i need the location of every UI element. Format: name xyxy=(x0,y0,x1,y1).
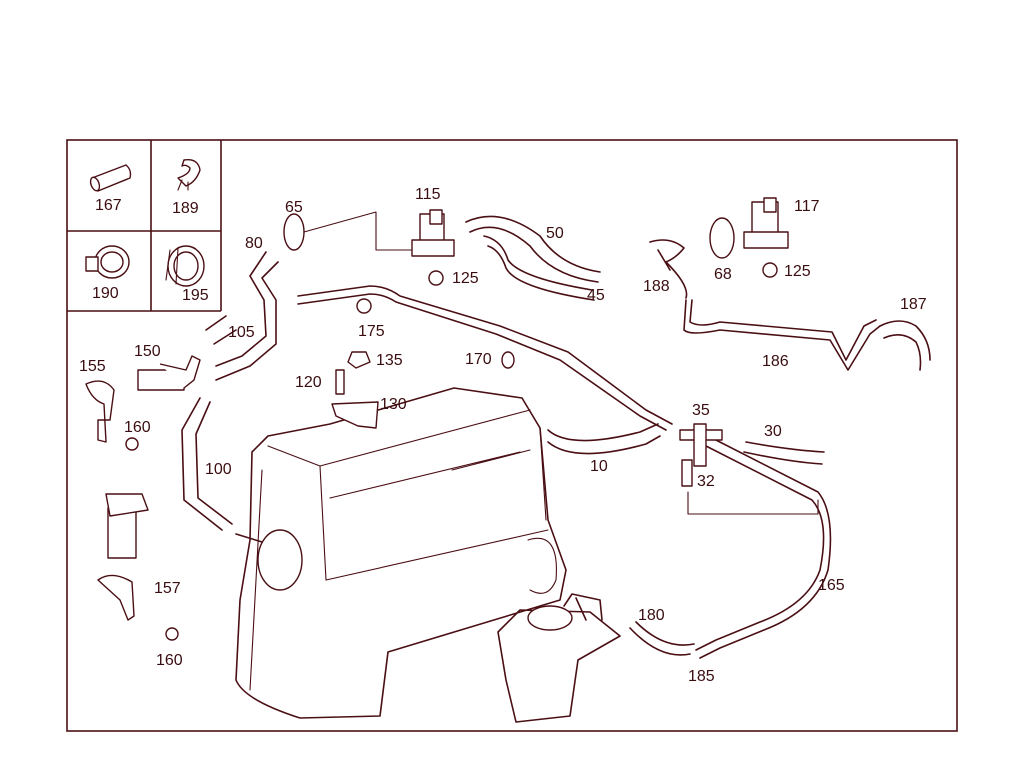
label-35: 35 xyxy=(692,402,710,419)
pipe-lines-drawing xyxy=(297,285,881,659)
pump-157-drawing xyxy=(97,493,179,641)
label-117: 117 xyxy=(794,198,820,215)
label-195: 195 xyxy=(182,287,209,304)
valve-117-drawing xyxy=(709,197,789,278)
diagram-border xyxy=(66,139,958,732)
label-160b: 160 xyxy=(156,652,183,669)
label-130: 130 xyxy=(380,396,407,413)
band-clamp-195-drawing xyxy=(165,245,205,287)
sleeve-167-drawing xyxy=(89,164,132,192)
bracket-155-drawing xyxy=(85,380,139,451)
fitting-35-drawing xyxy=(679,423,819,515)
label-68: 68 xyxy=(714,266,732,283)
label-125b: 125 xyxy=(784,263,811,280)
valve-115-drawing xyxy=(411,209,455,286)
label-167: 167 xyxy=(95,197,122,214)
label-30: 30 xyxy=(764,423,782,440)
label-180: 180 xyxy=(638,607,665,624)
sensor-120-drawing xyxy=(331,298,515,429)
label-115: 115 xyxy=(415,186,441,203)
label-175: 175 xyxy=(358,323,385,340)
label-185: 185 xyxy=(688,668,715,685)
label-80: 80 xyxy=(245,235,263,252)
inset-grid xyxy=(67,140,222,312)
engine-block-drawing xyxy=(235,387,567,719)
hoses-drawing xyxy=(181,215,931,543)
label-32: 32 xyxy=(697,473,715,490)
label-100: 100 xyxy=(205,461,232,478)
label-65: 65 xyxy=(285,199,303,216)
label-125a: 125 xyxy=(452,270,479,287)
label-155: 155 xyxy=(79,358,106,375)
label-105: 105 xyxy=(228,324,255,341)
reservoir-drawing xyxy=(497,593,621,723)
label-189: 189 xyxy=(172,200,199,217)
label-50: 50 xyxy=(546,225,564,242)
label-170: 170 xyxy=(465,351,492,368)
pump-150-drawing xyxy=(137,355,201,391)
clamp-190-drawing xyxy=(85,245,130,279)
label-157: 157 xyxy=(154,580,181,597)
label-165: 165 xyxy=(818,577,845,594)
label-187: 187 xyxy=(900,296,927,313)
label-120: 120 xyxy=(295,374,322,391)
grommet-65-drawing xyxy=(283,211,413,251)
label-190: 190 xyxy=(92,285,119,302)
label-45: 45 xyxy=(587,287,605,304)
label-150: 150 xyxy=(134,343,161,360)
clip-189-drawing xyxy=(177,159,201,191)
label-10: 10 xyxy=(590,458,608,475)
label-186: 186 xyxy=(762,353,789,370)
label-188: 188 xyxy=(643,278,670,295)
label-135: 135 xyxy=(376,352,403,369)
label-160a: 160 xyxy=(124,419,151,436)
